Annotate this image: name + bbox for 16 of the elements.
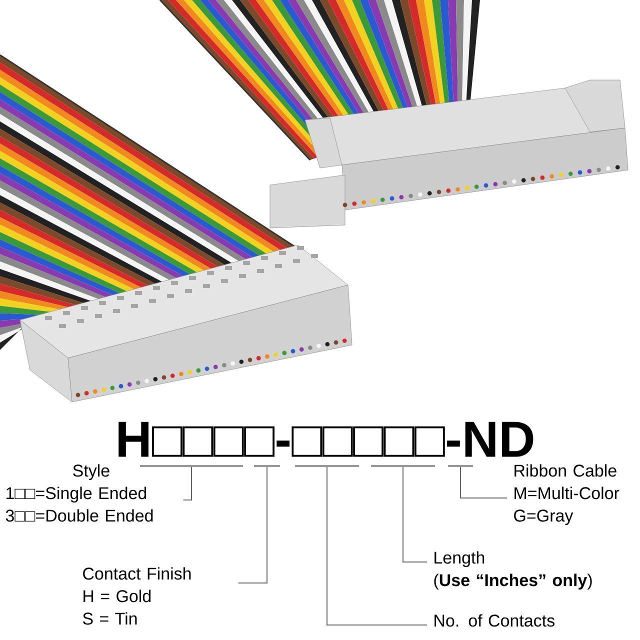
code-description: Ribbon Cable M=Multi-Color G=Gray [514,464,620,526]
leader-line [402,466,428,562]
underline-bar [448,465,473,467]
leader-line [238,466,268,584]
code-description: No. of Contacts [434,614,554,627]
code-description: Length (Use “Inches” only) [434,551,592,590]
leader-line [460,466,508,498]
code-description: Style 1□□=Single Ended 3□□=Double Ended [6,464,153,522]
underline-bar [254,465,280,467]
underline-bar [371,465,435,467]
leader-line [326,466,428,626]
part-number-code: H□□□□-□□□□□-ND [118,422,534,457]
underline-bar [295,465,359,467]
leader-line [182,466,192,500]
underline-bar [140,465,243,467]
code-description: Contact Finish H = Gold S = Tin [82,567,191,625]
